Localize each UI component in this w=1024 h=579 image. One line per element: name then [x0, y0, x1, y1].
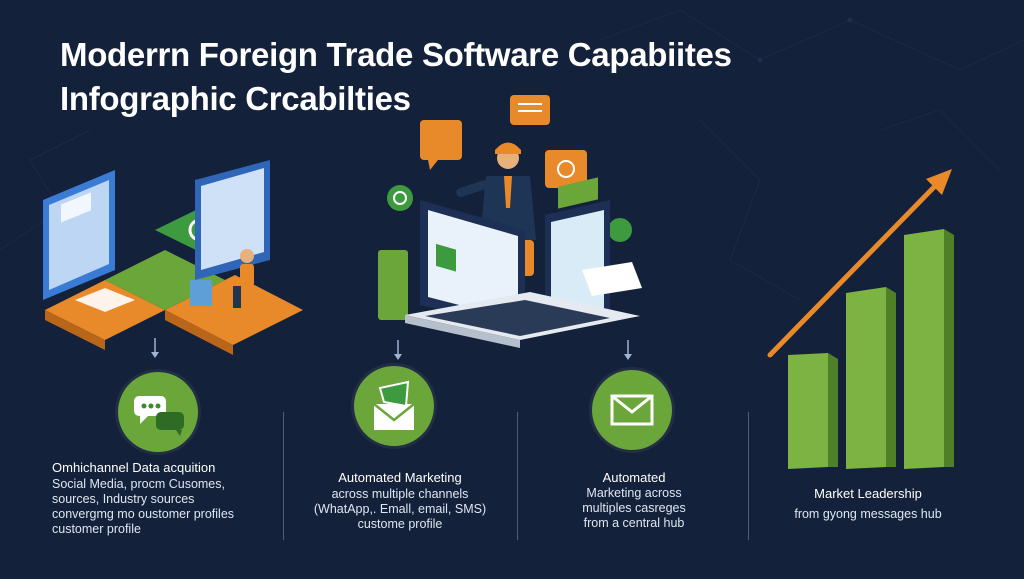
megaphone-envelope-icon [354, 366, 434, 446]
growth-bars-illustration [767, 169, 954, 469]
capability-description: from gyong messages hub [794, 507, 942, 521]
capability-description: Social Media, procm Cusomes, sources, In… [52, 477, 235, 536]
capability-title: Automated Marketing [338, 470, 462, 485]
column-divider [283, 412, 284, 540]
column-divider [748, 412, 749, 540]
capability-description: across multiple channels (WhatApp,. Emal… [313, 487, 487, 531]
column-divider [517, 412, 518, 540]
envelope-icon [592, 370, 672, 450]
page-subtitle: Infographic Crcabilties [60, 80, 411, 117]
capability-title: Market Leadership [814, 486, 922, 501]
page-title: Moderrn Foreign Trade Software Capabiite… [60, 36, 732, 73]
marketing-automation-illustration [378, 95, 642, 360]
capability-title: Omhichannel Data acquition [52, 460, 216, 475]
capability-title: Automated [602, 470, 666, 485]
chat-bubbles-icon [118, 372, 198, 452]
capability-description: Marketing across multiples casreges from… [582, 486, 686, 530]
data-acquisition-illustration [43, 160, 303, 358]
